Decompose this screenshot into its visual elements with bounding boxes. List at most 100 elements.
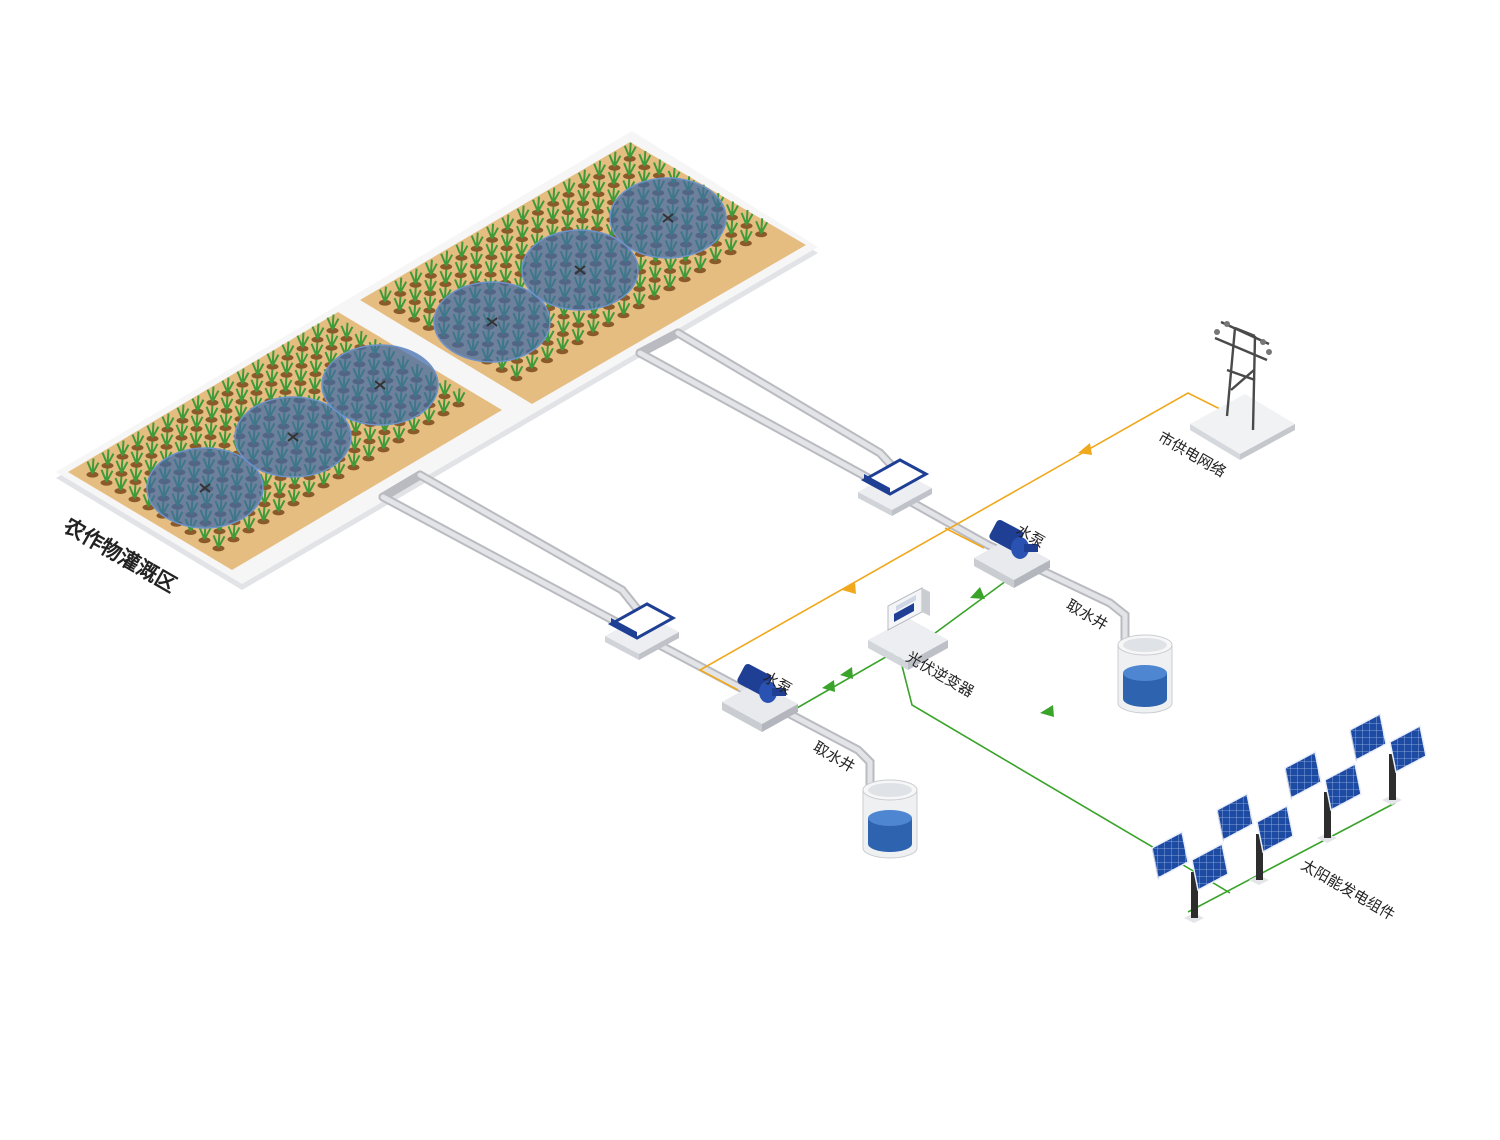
crop-plant-icon [571, 326, 585, 346]
crop-plant-icon [632, 290, 646, 310]
crop-plant-icon [325, 331, 339, 351]
crop-plant-icon [272, 496, 286, 516]
crop-plant-icon [407, 415, 421, 435]
crop-plant-icon [693, 254, 707, 274]
crop-plant-icon [392, 424, 406, 444]
crop-plant-icon [189, 429, 203, 449]
crop-plant-icon [516, 205, 530, 225]
crop-plant-icon [607, 169, 621, 189]
crop-plant-icon [437, 397, 451, 417]
crop-plant-icon [755, 218, 769, 238]
crop-plant-icon [663, 272, 677, 292]
crop-plant-icon [424, 277, 438, 297]
grid-power-line [698, 392, 1223, 691]
crop-plant-icon [295, 349, 309, 369]
sprinkler-icon [609, 177, 727, 259]
crop-plant-icon [130, 448, 144, 468]
crop-plant-icon [145, 439, 159, 459]
water-pump-icon [974, 520, 1050, 588]
crop-irrigation-field [56, 131, 818, 590]
pv-flow-arrow [1040, 705, 1054, 717]
crop-plant-icon [470, 232, 484, 252]
crop-plant-icon [638, 151, 652, 171]
crop-plant-icon [146, 422, 160, 442]
sprinkler-icon [321, 344, 439, 426]
crop-plant-icon [257, 505, 271, 525]
crop-plant-icon [576, 204, 590, 224]
crop-plant-icon [531, 214, 545, 234]
crop-plant-icon [116, 440, 130, 460]
crop-plant-icon [129, 465, 143, 485]
crop-plant-icon [484, 258, 498, 278]
crop-plant-icon [652, 159, 666, 179]
crop-plant-icon [393, 295, 407, 315]
grid-flow-arrow [842, 582, 856, 594]
crop-plant-icon [561, 196, 575, 216]
crop-plant-icon [377, 433, 391, 453]
crop-plant-icon [287, 487, 301, 507]
crop-plant-icon [362, 442, 376, 462]
crop-plant-icon [281, 341, 295, 361]
inverter-icon [868, 587, 948, 670]
crop-plant-icon [439, 268, 453, 288]
crop-plant-icon [86, 458, 100, 478]
crop-plant-icon [725, 201, 739, 221]
crop-plant-icon [452, 388, 466, 408]
crop-plant-icon [562, 178, 576, 198]
crop-plant-icon [221, 377, 235, 397]
crop-plant-icon [101, 449, 115, 469]
crop-plant-icon [235, 385, 249, 405]
crop-plant-icon [347, 451, 361, 471]
crop-plant-icon [273, 479, 287, 499]
crop-plant-icon [540, 344, 554, 364]
sprinkler-zones [146, 177, 727, 529]
crop-plant-icon [309, 357, 323, 377]
crop-plant-icon [678, 263, 692, 283]
crop-plant-icon [740, 209, 754, 229]
crop-plant-icon [572, 308, 586, 328]
crop-plant-icon [525, 353, 539, 373]
solar-label: 太阳能发电组件 [1298, 856, 1398, 924]
crop-plant-icon [593, 160, 607, 180]
crop-plant-icon [242, 514, 256, 534]
crop-plant-icon [204, 420, 218, 440]
water-pump-icon [722, 664, 798, 732]
grid-flow-arrow [1078, 443, 1092, 455]
crop-plant-icon [510, 362, 524, 382]
crop-plant-icon [586, 317, 600, 337]
crop-plant-icon [486, 223, 499, 243]
crop-plant-icon [279, 375, 293, 395]
sprinkler-icon [433, 281, 551, 363]
crop-plant-icon [175, 421, 189, 441]
water-well-icon [1117, 634, 1173, 714]
sprinkler-icon [146, 447, 264, 529]
crop-plant-icon [220, 394, 234, 414]
crop-plant-icon [236, 368, 250, 388]
valve-box-icon [605, 602, 679, 660]
crop-plant-icon [577, 187, 591, 207]
crop-plant-icon [294, 366, 308, 386]
crop-plant-icon [485, 241, 499, 261]
crop-plant-icon [454, 259, 468, 279]
crop-plant-icon [310, 340, 324, 360]
crop-plant-icon [250, 376, 264, 396]
crop-plant-icon [556, 317, 570, 337]
crop-plant-icon [176, 404, 190, 424]
crop-plant-icon [424, 259, 438, 279]
crop-plant-icon [160, 430, 174, 450]
valve-box-icon [858, 458, 932, 516]
crop-plant-icon [191, 395, 205, 415]
sprinkler-icon [521, 229, 639, 311]
pv-flow-arrow [822, 680, 835, 692]
inverter-label: 光伏逆变器 [903, 648, 977, 701]
crop-plant-icon [115, 457, 129, 477]
crop-plant-icon [280, 358, 294, 378]
crop-plant-icon [499, 249, 513, 269]
crop-plant-icon [161, 413, 175, 433]
crop-plant-icon [501, 214, 515, 234]
solar-panel-icon [1349, 712, 1427, 805]
pv-flow-arrow [840, 667, 853, 679]
crop-plant-icon [556, 335, 570, 355]
crop-plant-icon [408, 303, 422, 323]
